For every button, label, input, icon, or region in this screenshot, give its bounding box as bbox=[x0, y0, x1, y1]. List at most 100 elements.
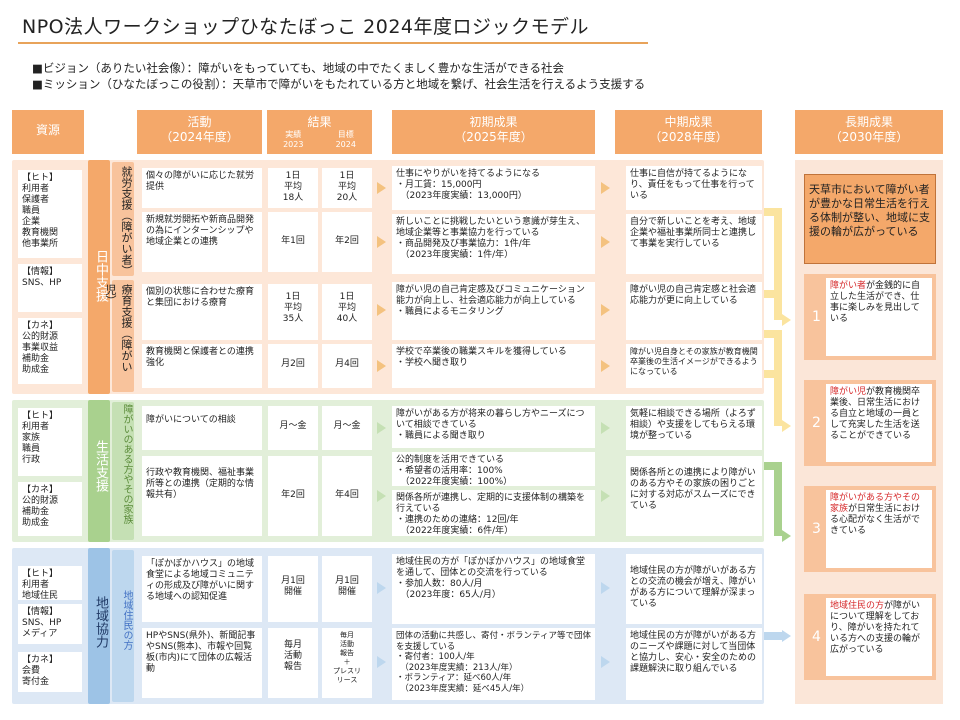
s3-activity-1: 「ぽかぽかハウス」の地域食堂による地域コミュニティの形成及び障がいに関する地域へ… bbox=[142, 556, 262, 622]
connector bbox=[774, 208, 782, 320]
s3-mid-2: 地域住民の方が障がいがある方のニーズや課題に対して当団体と協力し、安心・安全のた… bbox=[626, 628, 762, 700]
s2-actual-2: 年2回 bbox=[268, 456, 318, 536]
sub-employment-label: 就労支援（障がい者） bbox=[120, 166, 133, 276]
arrow-icon bbox=[601, 422, 610, 434]
s2-mid-2: 関係各所との連携により障がいのある方やその家族の困りごとに対する対応がスムーズに… bbox=[626, 456, 762, 536]
s1-target-2: 年2回 bbox=[322, 212, 372, 272]
arrow-icon bbox=[377, 422, 386, 434]
s1-resource-info: 【情報】 SNS、HP bbox=[18, 264, 82, 312]
header-activities: 活動（2024年度） bbox=[137, 110, 262, 154]
page-title: NPO法人ワークショップひなたぼっこ 2024年度ロジックモデル bbox=[22, 16, 590, 38]
arrow-icon bbox=[377, 490, 386, 502]
s1-target-1: 1日 平均 20人 bbox=[322, 168, 372, 208]
s1-activity-2: 新規就労開拓や新商品開発の為にインターンシップや地域企業との連携 bbox=[142, 212, 262, 272]
section-living-label-bar bbox=[88, 400, 110, 542]
connector bbox=[764, 330, 778, 338]
arrow-icon bbox=[601, 582, 610, 594]
arrow-icon bbox=[377, 656, 386, 668]
s1-actual-3: 1日 平均 35人 bbox=[268, 284, 318, 340]
connector bbox=[774, 462, 782, 536]
sub-childcare-label: 療育支援（障がい児） bbox=[104, 284, 133, 372]
arrow-icon bbox=[782, 630, 791, 642]
arrow-icon bbox=[601, 236, 610, 248]
long-item-number: 1 bbox=[812, 309, 821, 325]
long-item-text: が障がいについて理解をしており、障がいを持たれている方への支援の輪が広がっている bbox=[830, 601, 921, 655]
s2-target-2: 年4回 bbox=[322, 456, 372, 536]
s1-target-3: 1日 平均 40人 bbox=[322, 284, 372, 340]
s3-target-1: 月1回 開催 bbox=[322, 556, 372, 622]
long-item-1: 1 障がい者が金銭的に自立した生活ができ、仕事に楽しみを見出している bbox=[804, 274, 936, 360]
arrow-icon bbox=[377, 304, 386, 316]
s1-activity-3: 個別の状態に合わせた療育と集団における療育 bbox=[142, 284, 262, 340]
s1-mid-3: 障がい児の自己肯定感と社会適応能力が更に向上している bbox=[626, 282, 762, 340]
s1-initial-4: 学校で卒業後の職業スキルを獲得している ・学校へ聞き取り bbox=[392, 344, 595, 388]
header-activities-label: 活動 bbox=[187, 115, 212, 129]
header-resources: 資源 bbox=[12, 110, 84, 154]
s1-mid-1: 仕事に自信が持てるようになり、責任をもって仕事を行っている bbox=[626, 166, 762, 210]
sub-family-label: 障がいのある方やその家族 bbox=[121, 404, 132, 524]
section-daytime-label-bar bbox=[88, 160, 110, 394]
s2-mid-1: 気軽に相談できる場所（よろず相談）や支援をしてもらえる環境が整っている bbox=[626, 406, 762, 450]
s2-activity-1: 障がいについての相談 bbox=[142, 406, 262, 450]
header-results-actual-year: 2023 bbox=[283, 140, 304, 149]
section-living-label: 生活支援 bbox=[93, 440, 108, 492]
header-initial-label: 初期成果 bbox=[469, 115, 518, 129]
sub-residents-label: 地域住民の方 bbox=[121, 590, 132, 650]
header-long-sub: （2030年度） bbox=[829, 130, 909, 144]
header-long-label: 長期成果 bbox=[844, 115, 893, 129]
s2-initial-3: 関係各所が連携し、定期的に支援体制の構築を行えている ・連携のための連絡：12回… bbox=[392, 490, 595, 536]
section-community-label-bar bbox=[88, 548, 110, 704]
header-results-target-year: 2024 bbox=[335, 140, 356, 149]
section-community-label: 地域協力 bbox=[93, 596, 108, 648]
sub-childcare-bar bbox=[112, 280, 134, 392]
long-item-3: 3 障がいがある方やその家族が日常生活における心配がなく生活ができている bbox=[804, 486, 936, 572]
long-item-subject: 地域住民の方 bbox=[830, 601, 885, 611]
s1-activity-4: 教育機関と保護者との連携強化 bbox=[142, 344, 262, 388]
long-item-number: 3 bbox=[812, 521, 821, 537]
s1-activity-1: 個々の障がいに応じた就労提供 bbox=[142, 168, 262, 208]
s1-initial-2: 新しいことに挑戦したいという意識が芽生え、地域企業等と事業協力を行っている ・商… bbox=[392, 214, 595, 274]
sub-residents-bar bbox=[112, 550, 134, 702]
arrow-icon bbox=[377, 182, 386, 194]
arrow-icon bbox=[782, 314, 791, 326]
s2-actual-1: 月～金 bbox=[268, 406, 318, 450]
long-item-number: 2 bbox=[812, 415, 821, 431]
arrow-icon bbox=[782, 530, 791, 542]
header-mid-label: 中期成果 bbox=[664, 115, 713, 129]
title-underline bbox=[18, 42, 648, 44]
s1-mid-4: 障がい児自身とその家族が教育機関卒業後の生活イメージができるようになっている bbox=[626, 344, 762, 388]
s3-actual-2: 毎月 活動 報告 bbox=[268, 628, 318, 698]
s1-initial-1: 仕事にやりがいを持てるようになる ・月工賃：15,000円 （2023年度実績：… bbox=[392, 166, 595, 210]
s1-resource-people: 【ヒト】 利用者 保護者 職員 企業 教育機関 他事業所 bbox=[18, 170, 82, 258]
arrow-icon bbox=[601, 656, 610, 668]
s3-mid-1: 地域住民の方が障がいがある方との交流の機会が増え、障がいがある方について理解が深… bbox=[626, 554, 762, 624]
s1-actual-2: 年1回 bbox=[268, 212, 318, 272]
long-item-text: が日常生活における心配がなく生活ができている bbox=[830, 504, 921, 536]
s2-initial-1: 障がいがある方が将来の暮らし方やニーズについて相談できている ・職員による聞き取… bbox=[392, 406, 595, 448]
header-resources-label: 資源 bbox=[35, 123, 60, 137]
s2-resource-people: 【ヒト】 利用者 家族 職員 行政 bbox=[18, 408, 82, 476]
arrow-icon bbox=[601, 490, 610, 502]
s2-target-1: 月～金 bbox=[322, 406, 372, 450]
connector bbox=[764, 462, 778, 470]
s1-actual-4: 月2回 bbox=[268, 344, 318, 388]
s3-resource-money: 【カネ】 会費 寄付金 bbox=[18, 652, 82, 692]
s2-resource-money: 【カネ】 公的財源 補助金 助成金 bbox=[18, 482, 82, 536]
header-initial-sub: （2025年度） bbox=[454, 130, 533, 144]
sub-employment-bar bbox=[112, 162, 134, 276]
connector bbox=[764, 370, 778, 378]
arrow-icon bbox=[601, 304, 610, 316]
long-item-number: 4 bbox=[812, 629, 821, 645]
s3-target-2: 毎月 活動 報告 ＋ プレスリ リース bbox=[322, 628, 372, 698]
header-results-target-label: 目標 bbox=[337, 130, 354, 139]
arrow-icon bbox=[601, 182, 610, 194]
s1-actual-1: 1日 平均 18人 bbox=[268, 168, 318, 208]
header-initial: 初期成果（2025年度） bbox=[392, 110, 595, 154]
header-mid: 中期成果（2028年度） bbox=[615, 110, 762, 154]
header-results-label: 結果 bbox=[307, 115, 332, 129]
arrow-icon bbox=[377, 360, 386, 372]
header-activities-sub: （2024年度） bbox=[160, 130, 239, 144]
